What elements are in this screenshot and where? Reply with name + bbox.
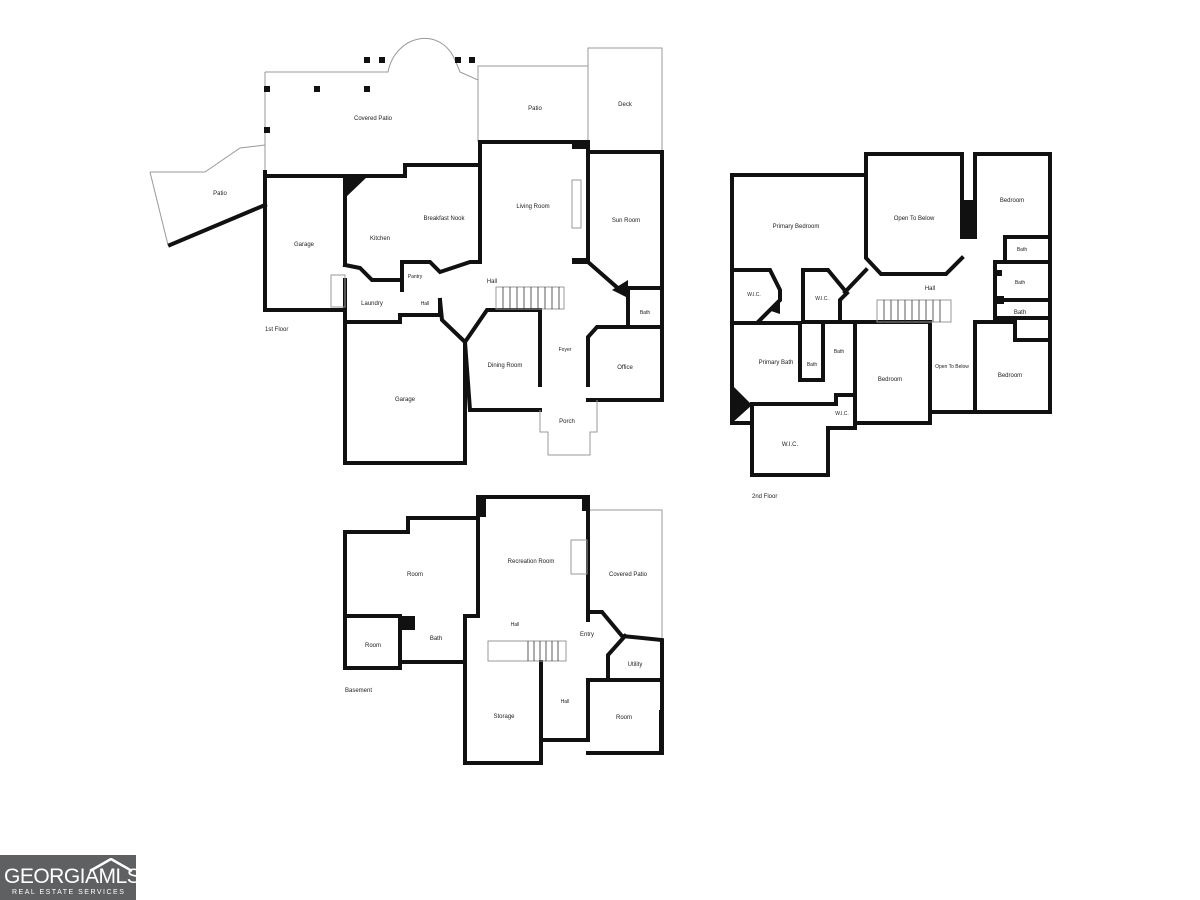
- label-wic-bottom: W.I.C.: [782, 442, 799, 448]
- label-bath-c: Bath: [1014, 310, 1026, 316]
- label-storage: Storage: [493, 714, 515, 720]
- label-covered-patio-basement: Covered Patio: [609, 572, 648, 578]
- floor-label-basement: Basement: [345, 688, 372, 694]
- label-bath-e: Bath: [807, 362, 818, 368]
- first-floor-plan: Covered Patio Patio Deck Patio Garage Ki…: [149, 37, 664, 465]
- label-room-se: Room: [616, 715, 632, 721]
- label-utility: Utility: [628, 662, 643, 668]
- label-room-nw: Room: [407, 572, 423, 578]
- label-garage-main: Garage: [395, 397, 416, 403]
- label-open-to-below-top: Open To Below: [894, 216, 935, 222]
- label-bath-d: Bath: [834, 349, 845, 355]
- label-recreation-room: Recreation Room: [508, 559, 555, 565]
- label-patio-top: Patio: [528, 106, 542, 112]
- roof-icon: [89, 858, 133, 872]
- label-dining-room: Dining Room: [488, 363, 523, 369]
- label-living-room: Living Room: [516, 204, 549, 210]
- label-breakfast-nook: Breakfast Nook: [423, 216, 465, 222]
- label-deck: Deck: [618, 102, 633, 108]
- label-room-w: Room: [365, 643, 381, 649]
- label-porch: Porch: [559, 419, 575, 425]
- label-bath-basement: Bath: [430, 636, 442, 642]
- second-floor-stairs: [876, 299, 952, 323]
- label-bedroom-mid: Bedroom: [878, 377, 902, 383]
- label-hall-basement: Hall: [561, 699, 570, 705]
- label-bath-a: Bath: [1017, 247, 1028, 253]
- label-open-to-below-mid: Open To Below: [935, 364, 969, 370]
- label-primary-bath: Primary Bath: [759, 360, 794, 366]
- label-bedroom-ne: Bedroom: [1000, 198, 1024, 204]
- label-bath: Bath: [640, 310, 651, 316]
- basement-plan: Room Recreation Room Covered Patio Room …: [343, 495, 664, 765]
- label-hall-main: Hall: [487, 279, 497, 285]
- label-laundry: Laundry: [361, 301, 383, 307]
- label-wic-mid: W.I.C.: [815, 296, 829, 302]
- label-wic-left: W.I.C.: [747, 292, 761, 298]
- basement-stairs: [487, 640, 567, 662]
- label-hall: Hall: [925, 286, 935, 292]
- label-bath-b: Bath: [1015, 280, 1026, 286]
- label-primary-bedroom: Primary Bedroom: [773, 224, 820, 230]
- label-hall-top: Hall: [511, 622, 520, 628]
- label-wic-small: W.I.C.: [835, 411, 849, 417]
- logo-brand: GEORGIAMLS: [4, 866, 136, 887]
- label-sun-room: Sun Room: [612, 218, 640, 224]
- georgia-mls-logo: GEORGIAMLS REAL ESTATE SERVICES: [0, 855, 136, 900]
- label-hall-small: Hall: [421, 301, 430, 307]
- label-foyer: Foyer: [559, 347, 572, 353]
- label-bedroom-se: Bedroom: [998, 373, 1022, 379]
- label-garage-left: Garage: [294, 242, 315, 248]
- logo-tagline: REAL ESTATE SERVICES: [12, 889, 126, 896]
- logo-brand-suffix: MLS: [98, 865, 136, 888]
- logo-brand-main: GEORGIA: [4, 865, 99, 888]
- label-pantry: Pantry: [408, 274, 423, 280]
- label-covered-patio: Covered Patio: [354, 116, 393, 122]
- floor-label-first: 1st Floor: [265, 327, 288, 333]
- label-office: Office: [617, 365, 633, 371]
- label-patio-left: Patio: [213, 191, 227, 197]
- floor-label-second: 2nd Floor: [752, 494, 777, 500]
- first-floor-stairs: [495, 286, 565, 310]
- label-entry: Entry: [580, 632, 594, 638]
- label-kitchen: Kitchen: [370, 236, 390, 242]
- second-floor-plan: Primary Bedroom Open To Below Bedroom Ba…: [730, 152, 1052, 500]
